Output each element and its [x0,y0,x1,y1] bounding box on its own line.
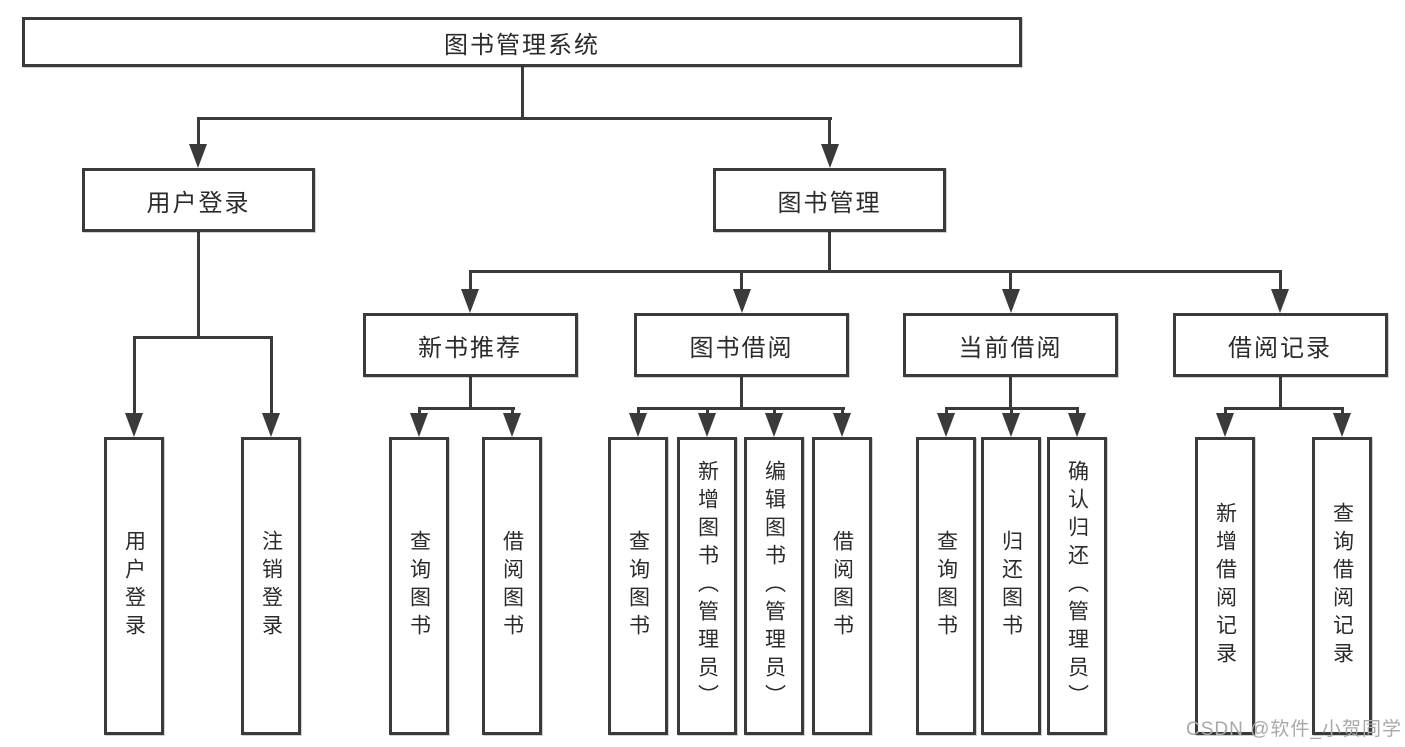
connector-leaf-drop [944,407,948,415]
node-label: 借阅图书 [830,530,854,642]
node-borrowing-records: 借阅记录 [1172,313,1388,377]
leaf-borrow-books-rec: 借阅图书 [482,437,542,735]
connector-leaf-drop [417,407,421,415]
arrowhead-borrow-books-2 [833,413,851,437]
connector-book-mgmt-drop [828,117,831,146]
connector-leaf-drop [636,407,640,415]
connector-current-borrow-stem [1009,377,1012,407]
node-label: 图书管理系统 [444,31,600,59]
node-label: 查询借阅记录 [1330,502,1354,670]
leaf-edit-books-admin: 编辑图书（管理员） [744,437,804,735]
connector-user-login-drop [196,117,200,146]
connector-borrow-records-drop [1278,270,1282,291]
arrowhead-current-borrow [1001,289,1020,313]
leaf-return-books: 归还图书 [981,437,1041,735]
connector-book-mgmt-stem [828,232,831,270]
node-label: 用户登录 [122,530,146,642]
connector-borrow-records-stem [1278,377,1282,407]
leaf-borrow-books-borrowing: 借阅图书 [812,437,872,735]
arrowhead-book-mgmt [820,144,839,168]
connector-root-stem [520,67,524,119]
connector-book-borrow-stem [740,377,743,407]
node-label: 归还图书 [999,530,1023,642]
leaf-confirm-return-admin: 确认归还（管理员） [1047,437,1107,735]
connector-book-borrow-rail [636,407,845,410]
connector-new-book-stem [468,377,472,407]
connector-book-borrow-drop [740,270,743,291]
leaf-add-books-admin: 新增图书（管理员） [677,437,737,735]
arrowhead-borrow-records [1271,289,1289,313]
connector-leaf-drop [510,407,514,415]
connector-leaf-drop [1223,407,1227,415]
arrowhead-add-borrow-record [1216,413,1234,437]
connector-leaf-drop [840,407,844,415]
node-book-borrowing: 图书借阅 [634,313,849,377]
node-label: 新增图书（管理员） [695,460,719,712]
leaf-logout: 注销登录 [241,437,301,735]
connector-login-drop [132,336,136,414]
connector-logout-drop [269,336,273,414]
connector-user-login-stem [196,232,200,336]
connector-leaf-drop [772,407,776,415]
connector-leaf-drop [705,407,709,415]
leaf-query-books-rec: 查询图书 [389,437,449,735]
leaf-query-books-current: 查询图书 [916,437,976,735]
node-label: 新增借阅记录 [1213,502,1237,670]
node-label: 确认归还（管理员） [1065,460,1089,712]
connector-borrow-records-rail [1223,407,1344,410]
arrowhead-query-books-3 [937,413,955,437]
node-label: 图书借阅 [689,334,794,362]
node-current-borrowing: 当前借阅 [903,313,1118,377]
node-label: 查询图书 [626,530,650,642]
leaf-user-login: 用户登录 [104,437,164,735]
node-label: 查询图书 [407,530,431,642]
arrowhead-query-books-2 [629,413,647,437]
node-label: 注销登录 [259,530,283,642]
node-label: 当前借阅 [958,334,1063,362]
node-label: 借阅记录 [1228,334,1332,362]
node-user-login: 用户登录 [82,168,315,232]
node-label: 图书管理 [777,189,882,217]
connector-new-book-drop [468,270,472,291]
connector-current-borrow-drop [1009,270,1012,291]
csdn-watermark: CSDN @软件_小贺同学 [1186,719,1402,740]
leaf-query-borrow-record: 查询借阅记录 [1312,437,1372,735]
node-label: 编辑图书（管理员） [762,460,786,712]
arrowhead-query-borrow-record [1333,413,1351,437]
arrowhead-add-books [698,413,716,437]
node-library-management-system: 图书管理系统 [22,17,1022,67]
connector-book-mgmt-rail [468,270,1282,273]
connector-leaf-drop [1340,407,1344,415]
connector-user-login-rail [132,336,273,339]
arrowhead-new-book-rec [461,289,479,313]
connector-leaf-drop [1075,407,1079,415]
arrowhead-edit-books [765,413,783,437]
arrowhead-user-login [189,144,207,168]
arrowhead-logout [262,413,280,437]
arrowhead-confirm-return [1068,413,1086,437]
connector-leaf-drop [1009,407,1013,415]
node-book-management: 图书管理 [713,168,946,232]
arrowhead-login [125,413,143,437]
connector-new-book-rail [417,407,515,410]
node-label: 查询图书 [934,530,958,642]
node-new-book-recommendation: 新书推荐 [362,313,578,377]
arrowhead-return-books [1002,413,1020,437]
node-label: 新书推荐 [418,334,522,362]
node-label: 借阅图书 [500,530,524,642]
node-label: 用户登录 [146,189,251,217]
leaf-query-books-borrowing: 查询图书 [608,437,668,735]
arrowhead-query-books-1 [410,413,428,437]
arrowhead-borrow-books-1 [503,413,521,437]
connector-root-rail [196,117,832,120]
arrowhead-book-borrow [732,289,751,313]
leaf-add-borrow-record: 新增借阅记录 [1195,437,1255,735]
